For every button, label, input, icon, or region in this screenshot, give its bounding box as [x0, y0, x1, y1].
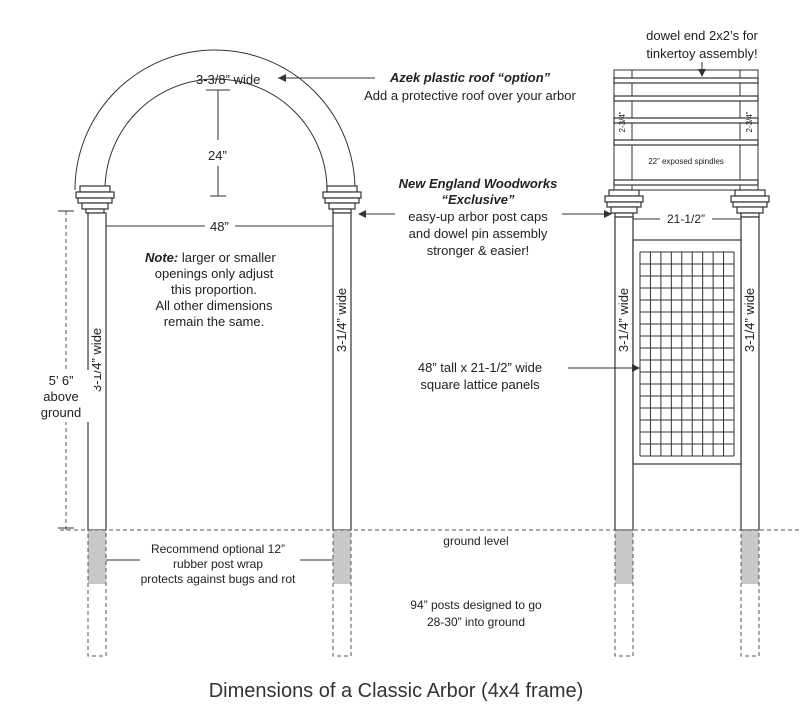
note-line-4: All other dimensions: [155, 298, 273, 313]
side-left-post-cap: [604, 189, 644, 218]
lattice-line-1: 48” tall x 21-1/2” wide: [418, 360, 542, 375]
diagram-caption: Dimensions of a Classic Arbor (4x4 frame…: [209, 680, 584, 702]
dowel-line-1: dowel end 2x2’s for: [646, 28, 758, 43]
note-line-5: remain the same.: [164, 314, 264, 329]
lattice-panel-frame: [632, 239, 742, 465]
lattice-grid: [639, 251, 735, 457]
spacing-right-label: 2-3/4”: [745, 111, 754, 132]
spacing-left-label: 2-3/4”: [618, 111, 627, 132]
side-width-label: 21-1/2”: [667, 212, 705, 226]
right-post-width-label: 3-1/4” wide: [334, 288, 349, 352]
right-post-wrap: [333, 530, 351, 584]
arch-roof: [74, 49, 356, 191]
height-line-1: 5’ 6”: [49, 373, 74, 388]
arch-height-label: 24”: [208, 148, 227, 163]
svg-text:Note: larger or smaller: Note: larger or smaller: [145, 250, 276, 265]
note-line-3: this proportion.: [171, 282, 257, 297]
side-left-post-wrap: [615, 530, 633, 584]
side-left-post: [614, 216, 634, 531]
front-view: 3-3/8” wide 24” 48” Note: larger or smal…: [34, 49, 362, 657]
height-line-3: ground: [41, 405, 81, 420]
side-view: 22” exposed spindles 2-3/4” 2-3/4” dowel…: [418, 28, 770, 657]
note-bold: Note:: [145, 250, 178, 265]
right-post: [332, 212, 352, 531]
ground-level-label: ground level: [443, 534, 508, 548]
side-right-post-wrap: [741, 530, 759, 584]
roof-option-callout: Azek plastic roof “option” Add a protect…: [278, 70, 577, 103]
right-post-cap: [322, 185, 362, 214]
posts-line-2: 28-30” into ground: [427, 615, 525, 629]
note-block: Note: larger or smaller openings only ad…: [145, 250, 276, 329]
wrap-line-2: rubber post wrap: [173, 557, 263, 571]
roof-option-title: Azek plastic roof “option”: [389, 70, 551, 85]
side-right-post-cap: [730, 189, 770, 218]
nee-title-1: New England Woodworks: [399, 176, 558, 191]
nee-desc-3: stronger & easier!: [427, 243, 530, 258]
arch-roof-inner: [104, 78, 328, 191]
roof-width-label: 3-3/8” wide: [196, 72, 260, 87]
exclusive-callout: New England Woodworks “Exclusive” easy-u…: [358, 176, 612, 258]
note-line-1: larger or smaller: [178, 250, 276, 265]
roof-option-desc: Add a protective roof over your arbor: [364, 88, 576, 103]
side-right-post: [740, 216, 760, 531]
spindles-label: 22” exposed spindles: [648, 157, 724, 166]
side-right-post-width-label: 3-1/4” wide: [742, 288, 757, 352]
side-left-post-width-label: 3-1/4” wide: [616, 288, 631, 352]
wrap-line-3: protects against bugs and rot: [141, 572, 296, 586]
dowel-line-2: tinkertoy assembly!: [646, 46, 757, 61]
roof-stack-frame: [613, 69, 759, 191]
nee-desc-2: and dowel pin assembly: [409, 226, 548, 241]
height-line-2: above: [43, 389, 78, 404]
posts-line-1: 94” posts designed to go: [410, 598, 542, 612]
nee-title-2: “Exclusive”: [442, 192, 515, 207]
wrap-line-1: Recommend optional 12”: [151, 542, 285, 556]
note-line-2: openings only adjust: [155, 266, 274, 281]
nee-desc-1: easy-up arbor post caps: [408, 209, 548, 224]
left-post-cap: [75, 185, 115, 214]
lattice-line-2: square lattice panels: [420, 377, 540, 392]
opening-width-label: 48”: [210, 219, 229, 234]
left-post-wrap: [88, 530, 106, 584]
